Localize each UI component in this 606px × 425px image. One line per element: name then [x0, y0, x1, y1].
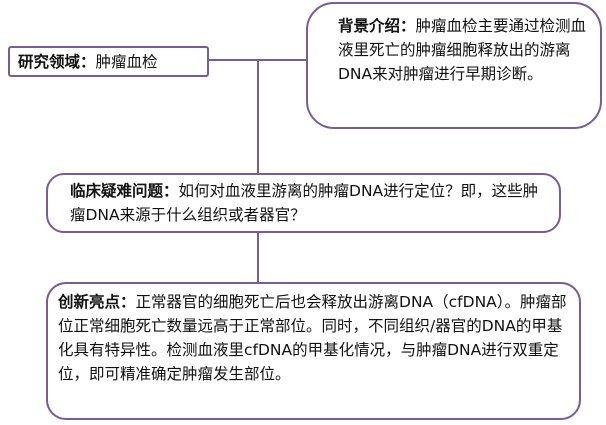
background-box: 背景介绍：肿瘤血检主要通过检测血液里死亡的肿瘤细胞释放出的游离DNA来对肿瘤进行… — [306, 2, 602, 129]
research-domain-box: 研究领域：肿瘤血检 — [8, 46, 209, 77]
background-text: 肿瘤血检主要通过检测血液里死亡的肿瘤细胞释放出的游离DNA来对肿瘤进行早期诊断。 — [338, 17, 587, 83]
innovation-text: 正常器官的细胞死亡后也会释放出游离DNA（cfDNA）。肿瘤部位正常细胞死亡数量… — [58, 293, 567, 383]
innovation-label: 创新亮点： — [58, 293, 136, 311]
clinical-question-text: 如何对血液里游离的肿瘤DNA进行定位？即，这些肿瘤DNA来源于什么组织或者器官？ — [70, 182, 539, 224]
research-domain-label: 研究领域： — [18, 53, 96, 71]
background-label: 背景介绍： — [338, 17, 416, 35]
clinical-question-label: 临床疑难问题： — [70, 182, 179, 200]
innovation-box: 创新亮点：正常器官的细胞死亡后也会释放出游离DNA（cfDNA）。肿瘤部位正常细… — [46, 282, 581, 420]
clinical-question-box: 临床疑难问题：如何对血液里游离的肿瘤DNA进行定位？即，这些肿瘤DNA来源于什么… — [46, 173, 561, 233]
research-domain-text: 肿瘤血检 — [95, 53, 158, 71]
